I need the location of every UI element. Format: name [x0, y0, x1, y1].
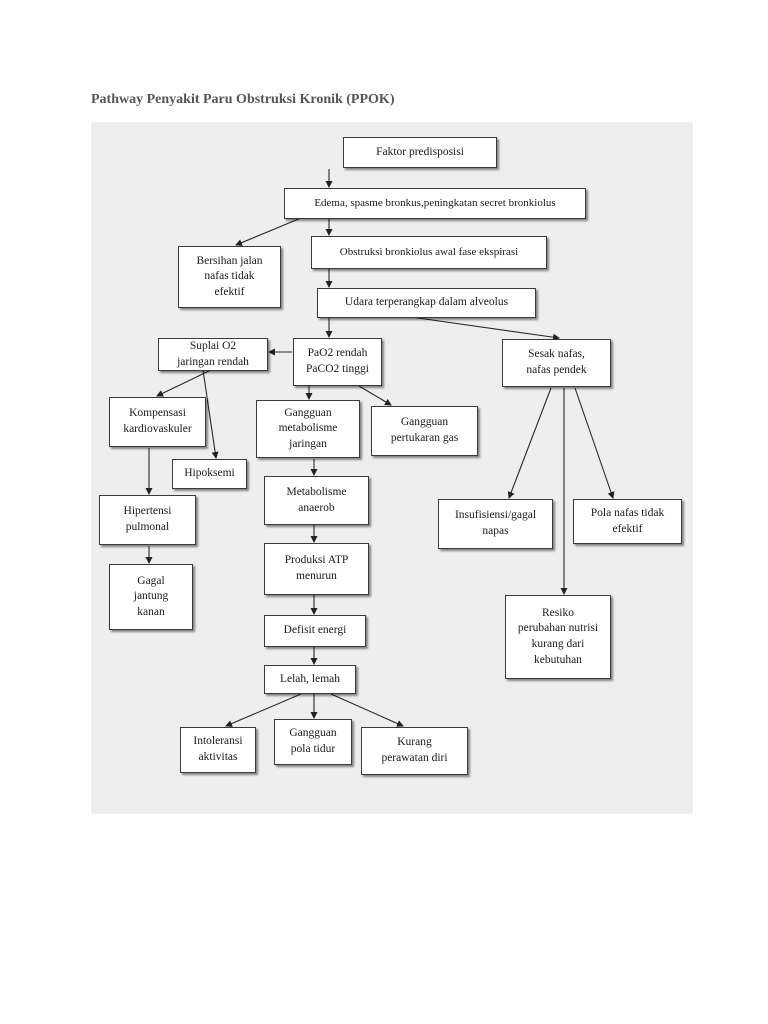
node-pola-nafas-tidak-efektif: Pola nafas tidak efektif — [573, 499, 682, 544]
node-faktor-predisposisi: Faktor predisposisi — [343, 137, 497, 168]
page-title: Pathway Penyakit Paru Obstruksi Kronik (… — [91, 92, 395, 107]
node-udara-terperangkap: Udara terperangkap dalam alveolus — [317, 288, 536, 318]
node-kompensasi-kardiovaskuler: Kompensasi kardiovaskuler — [109, 397, 206, 447]
node-suplai-o2: Suplai O2 jaringan rendah — [158, 338, 268, 371]
node-gagal-jantung-kanan: Gagal jantung kanan — [109, 564, 193, 630]
connector-lines — [145, 169, 615, 727]
arrow-lelah-kurang-rawat — [330, 693, 404, 727]
node-lelah-lemah: Lelah, lemah — [264, 665, 356, 694]
node-bersihan-jalan-nafas: Bersihan jalan nafas tidak efektif — [178, 246, 281, 308]
node-metabolisme-anaerob: Metabolisme anaerob — [264, 476, 369, 525]
node-edema-spasme: Edema, spasme bronkus,peningkatan secret… — [284, 188, 586, 219]
node-resiko-nutrisi: Resiko perubahan nutrisi kurang dari keb… — [505, 595, 611, 679]
arrow-udara-sesak — [410, 316, 560, 341]
arrow-suplai-kompensasi — [156, 369, 212, 397]
arrow-edema-bersihan — [235, 217, 302, 246]
node-produksi-atp: Produksi ATP menurun — [264, 543, 369, 595]
arrow-pao2-gangguan-gas — [358, 385, 392, 406]
node-pao2-paco2: PaO2 rendah PaCO2 tinggi — [293, 338, 382, 386]
node-defisit-energi: Defisit energi — [264, 615, 366, 647]
node-kurang-perawatan-diri: Kurang perawatan diri — [361, 727, 468, 775]
pathway-diagram: Faktor predisposisi Edema, spasme bronku… — [91, 122, 693, 814]
node-intoleransi-aktivitas: Intoleransi aktivitas — [180, 727, 256, 773]
node-sesak-nafas: Sesak nafas, nafas pendek — [502, 339, 611, 387]
node-gangguan-pertukaran-gas: Gangguan pertukaran gas — [371, 406, 478, 456]
node-hipoksemi: Hipoksemi — [172, 459, 247, 489]
node-hipertensi-pulmonal: Hipertensi pulmonal — [99, 495, 196, 545]
arrow-sesak-insufisiensi — [507, 387, 552, 499]
arrow-suplai-hipoksemi — [202, 369, 219, 459]
node-gangguan-pola-tidur: Gangguan pola tidur — [274, 719, 352, 765]
node-insufisiensi-gagal-napas: Insufisiensi/gagal napas — [438, 499, 553, 549]
arrow-lelah-intoleransi — [225, 693, 302, 727]
arrow-sesak-pola-nafas — [574, 387, 615, 499]
node-obstruksi-bronkiolus: Obstruksi bronkiolus awal fase ekspirasi — [311, 236, 547, 269]
node-gangguan-metabolisme: Gangguan metabolisme jaringan — [256, 400, 360, 458]
